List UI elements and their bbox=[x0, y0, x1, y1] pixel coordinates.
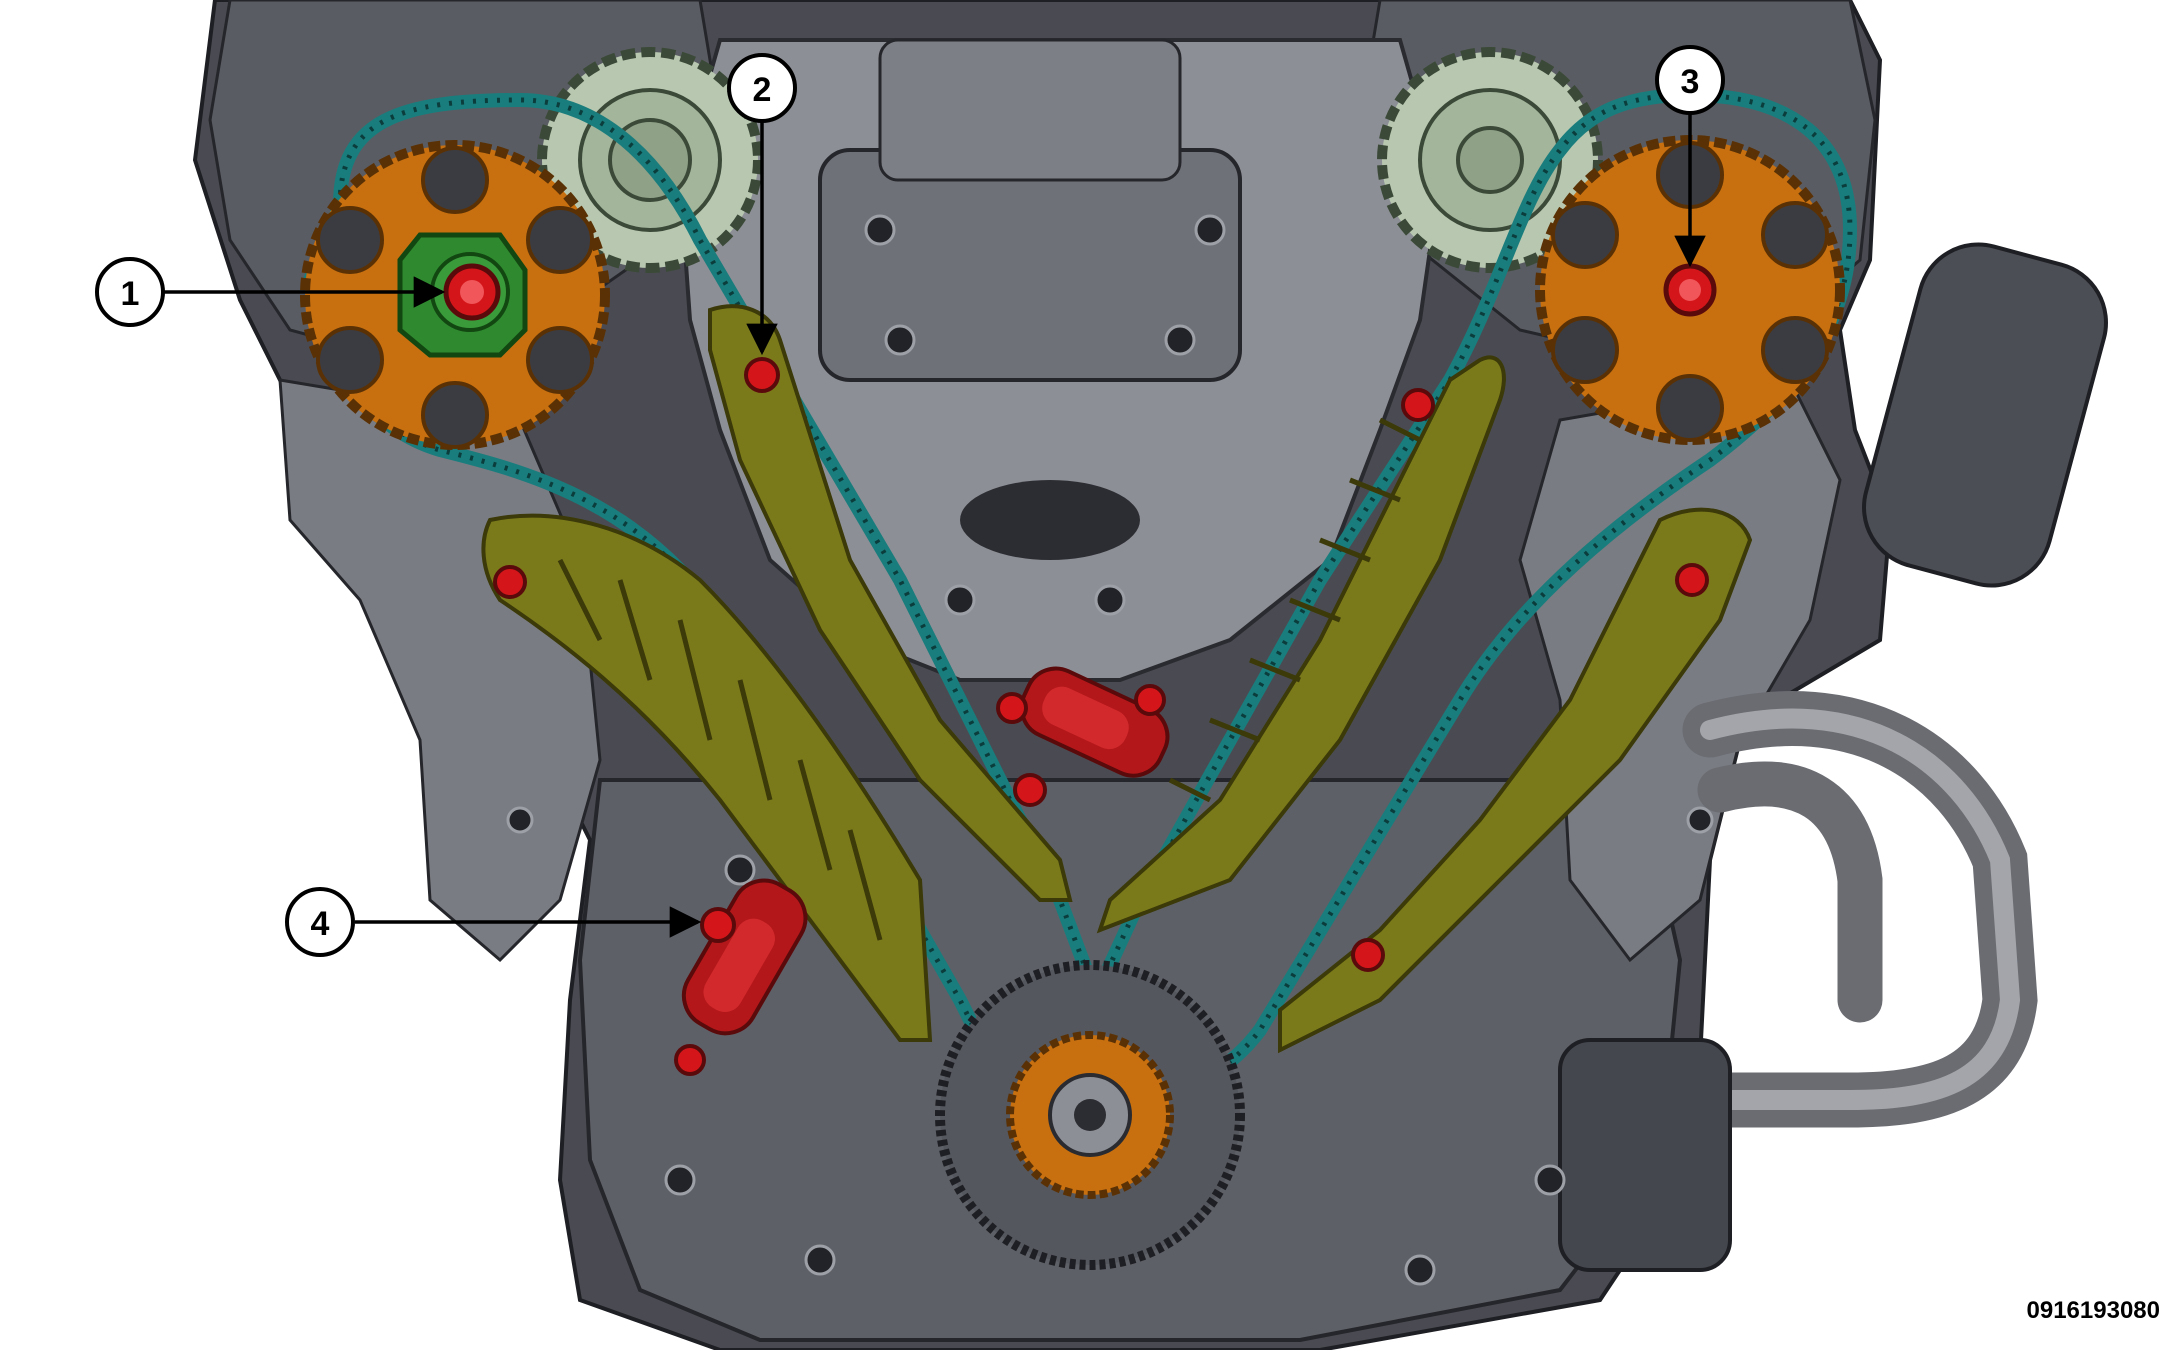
center-right-guide bbox=[1096, 355, 1506, 934]
callout-label-4: 4 bbox=[311, 905, 330, 943]
left-tensioner-arm bbox=[481, 513, 933, 1042]
guide-bolt-right-upper bbox=[1401, 388, 1435, 422]
right-sprocket-hole-6 bbox=[1551, 201, 1619, 269]
callout-badge-1: 1 bbox=[95, 257, 165, 327]
guide-bolt-center-lower bbox=[1013, 773, 1047, 807]
right-cam-sprocket-bolt bbox=[1663, 263, 1717, 317]
callout-badge-4: 4 bbox=[285, 887, 355, 957]
left-sprocket-hole-3 bbox=[526, 326, 594, 394]
right-sprocket-hole-5 bbox=[1551, 316, 1619, 384]
left-tensioner-arm-ribs bbox=[557, 558, 883, 941]
center-guide-bolt bbox=[744, 357, 780, 393]
guide-bolt-right-arm bbox=[1675, 563, 1709, 597]
guide-bolt-right-lower bbox=[1351, 938, 1385, 972]
center-right-guide-ribs bbox=[1168, 417, 1422, 803]
left-cam-sprocket-bolt bbox=[443, 263, 501, 321]
upper-hydraulic-tensioner bbox=[1019, 666, 1170, 778]
center-opening bbox=[960, 480, 1140, 560]
chain-guides bbox=[481, 304, 1753, 1054]
tensioner-bolt-upper-2 bbox=[1134, 684, 1166, 716]
left-sprocket-hole-1 bbox=[421, 146, 489, 214]
crankshaft-sprocket bbox=[935, 960, 1245, 1270]
callout-badge-2: 2 bbox=[727, 53, 797, 123]
callout-label-2: 2 bbox=[753, 71, 772, 109]
left-sprocket-hole-4 bbox=[421, 381, 489, 449]
right-tensioner-arm bbox=[1278, 507, 1753, 1054]
right-canister bbox=[1862, 242, 2108, 588]
callout-label-3: 3 bbox=[1681, 63, 1700, 101]
left-sprocket-hole-5 bbox=[316, 326, 384, 394]
tensioners bbox=[681, 666, 1170, 1036]
figure-id: 0916193080 bbox=[2027, 1297, 2160, 1324]
right-hose-highlight bbox=[1700, 708, 2021, 1110]
lower-tensioner-bolt bbox=[700, 907, 736, 943]
right-cam-sprocket bbox=[1535, 135, 1845, 445]
center-left-guide bbox=[708, 304, 1073, 902]
right-timing-chain bbox=[1073, 88, 1857, 1097]
callout-label-1: 1 bbox=[121, 275, 140, 313]
lower-right-pump bbox=[1558, 1038, 1732, 1272]
cover-bolt-holes bbox=[506, 214, 1714, 1286]
guide-bolt-left-upper bbox=[493, 565, 527, 599]
right-vvt-gear bbox=[1377, 47, 1603, 273]
right-hose-2 bbox=[1697, 761, 1883, 1023]
left-sprocket-hole-2 bbox=[526, 206, 594, 274]
bolts bbox=[443, 263, 1717, 1076]
right-sprocket-hole-3 bbox=[1761, 316, 1829, 384]
callout-leaders bbox=[160, 112, 1706, 938]
center-upper-housing bbox=[878, 38, 1182, 182]
right-sprocket-hole-4 bbox=[1656, 374, 1724, 442]
tensioner-bolt-lower-2 bbox=[674, 1044, 706, 1076]
left-sprocket-hole-6 bbox=[316, 206, 384, 274]
right-sprocket-hole-2 bbox=[1761, 201, 1829, 269]
callout-badge-3: 3 bbox=[1655, 45, 1725, 115]
tensioner-bolt-upper bbox=[996, 692, 1028, 724]
